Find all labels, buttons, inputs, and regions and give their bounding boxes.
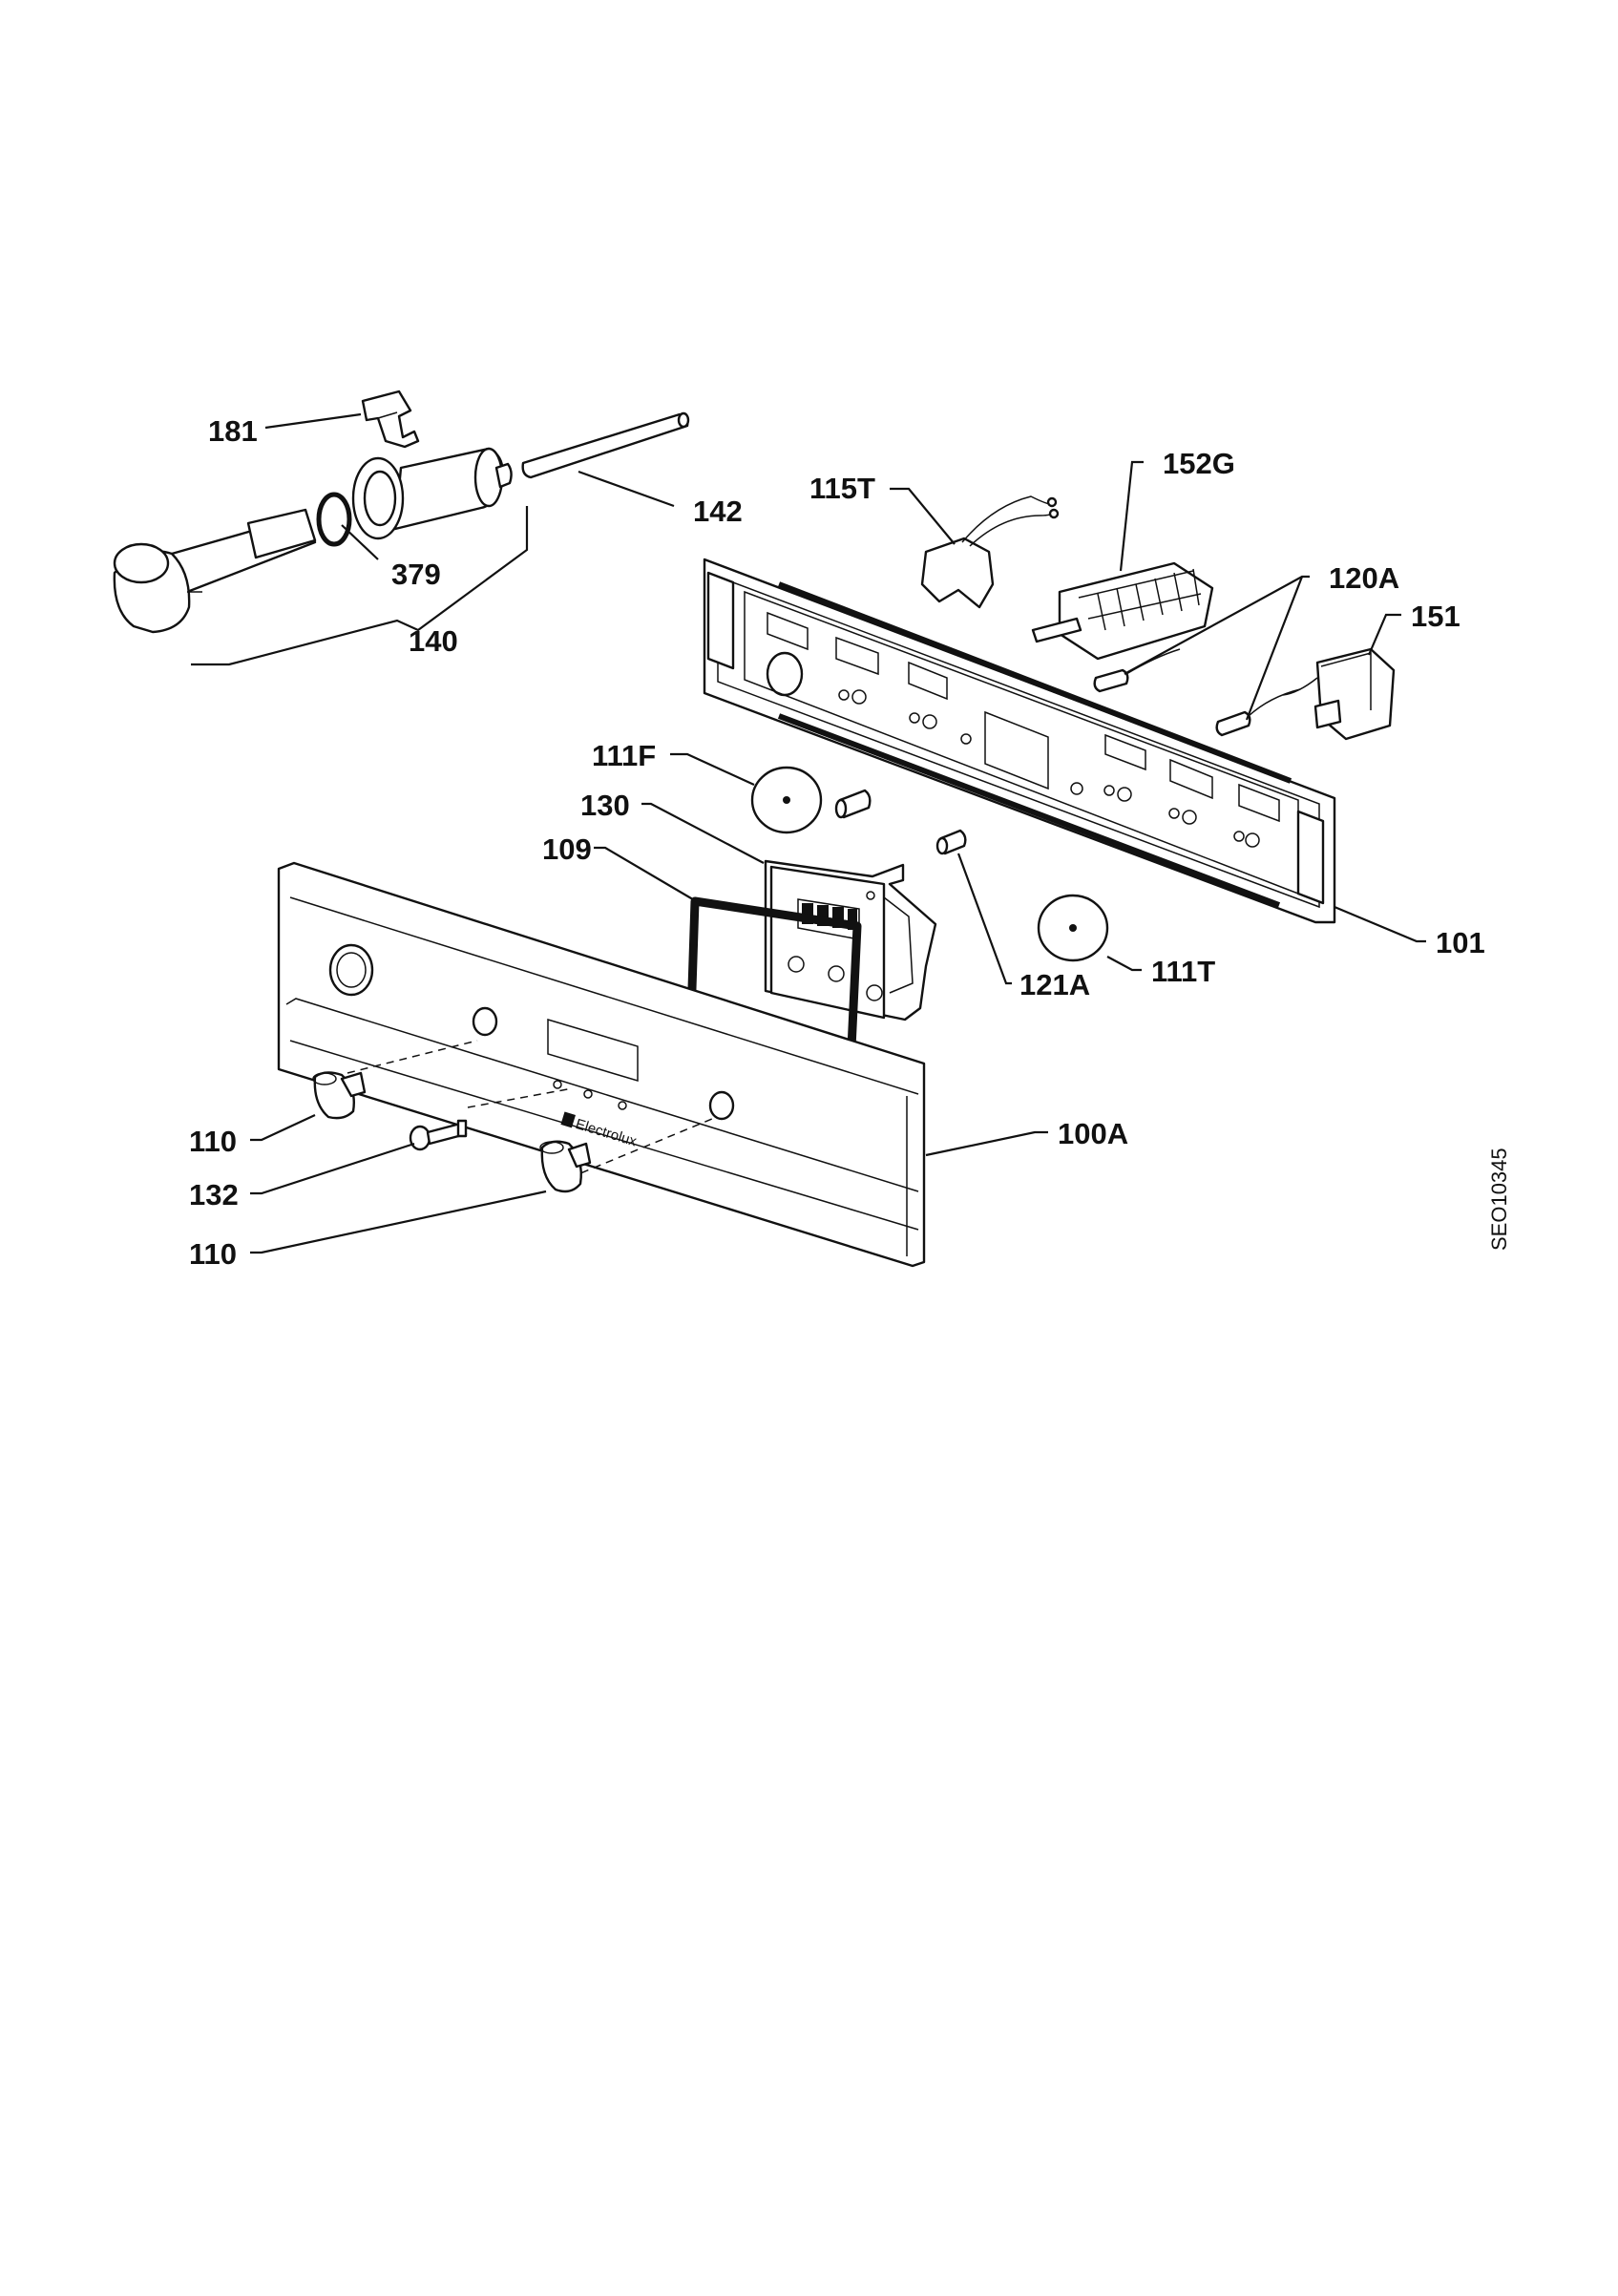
drawing-code: SEO10345 (1487, 1148, 1511, 1251)
callout-181: 181 (208, 414, 258, 448)
part-121A-lamp-holders (834, 789, 967, 855)
part-132-push-button (409, 1119, 468, 1151)
callout-labels: 181 142 379 140 115T 152G 120A 151 111F … (189, 414, 1485, 1271)
part-110-knob-upper (312, 1071, 367, 1120)
callout-111T: 111T (1151, 955, 1215, 988)
part-142-rod (521, 411, 690, 479)
callout-151: 151 (1411, 600, 1460, 633)
part-101-panel-frame (703, 558, 1336, 924)
callout-121A: 121A (1019, 968, 1090, 1001)
part-140-knob-assembly (113, 447, 513, 634)
part-110-knob-lower (539, 1140, 592, 1193)
part-120A-lamps (1093, 648, 1301, 737)
callout-115T: 115T (809, 472, 875, 505)
part-111T-disc (1037, 894, 1109, 962)
part-151-transformer (1282, 647, 1396, 741)
callout-379: 379 (391, 558, 441, 591)
callout-140: 140 (409, 624, 458, 658)
callout-130: 130 (580, 789, 630, 822)
callout-142: 142 (693, 495, 743, 528)
callout-120A: 120A (1329, 561, 1399, 595)
callout-132: 132 (189, 1178, 239, 1211)
callout-109: 109 (542, 832, 592, 866)
callout-110-upper: 110 (189, 1125, 237, 1158)
part-181-clip (361, 390, 420, 449)
callout-101: 101 (1436, 926, 1485, 959)
part-115T-switch (920, 495, 1060, 609)
callout-110-lower: 110 (189, 1237, 237, 1271)
leader-lines (191, 412, 1426, 1254)
callout-152G: 152G (1163, 447, 1235, 480)
part-379-o-ring (316, 492, 352, 547)
part-152G-terminal-block (1031, 561, 1214, 661)
callout-111F: 111F (592, 739, 656, 772)
part-111F-disc (750, 766, 823, 834)
part-100A-front-panel: Electrolux (277, 861, 926, 1268)
callout-100A: 100A (1058, 1117, 1128, 1150)
